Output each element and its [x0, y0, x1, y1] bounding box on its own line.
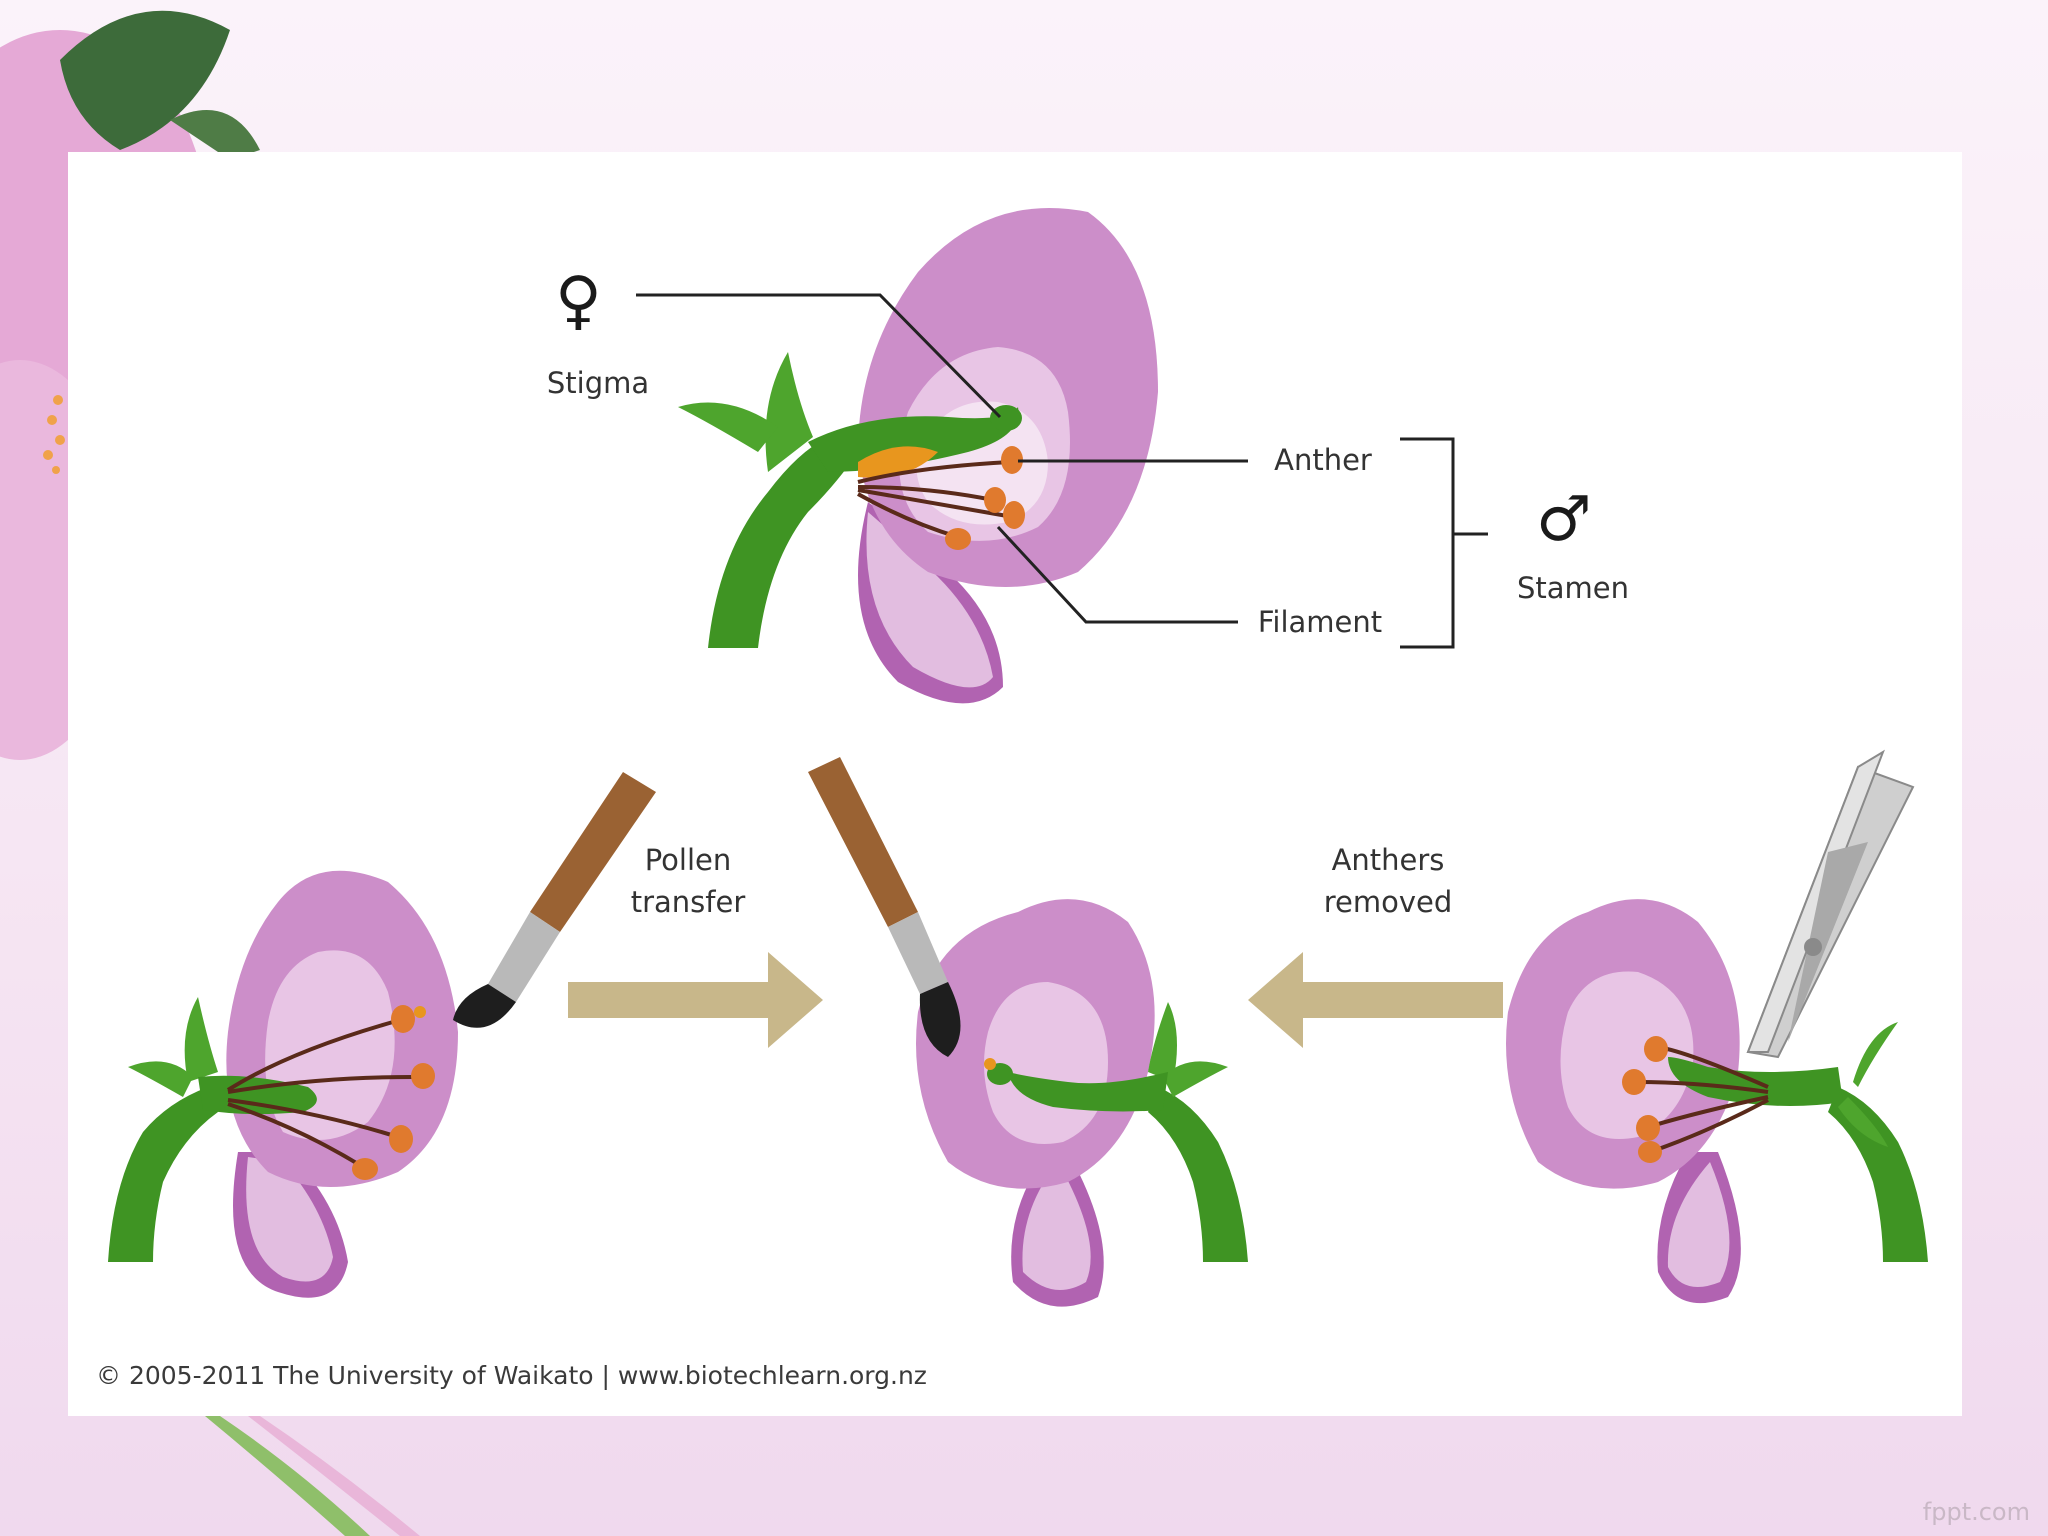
copyright-credit: © 2005-2011 The University of Waikato | …	[96, 1361, 927, 1390]
pollination-diagram	[108, 208, 1928, 1307]
stigma-knob	[990, 405, 1022, 431]
flower-sepal	[765, 352, 813, 472]
flower-sepal	[1148, 1002, 1177, 1082]
flower-stem	[1828, 1087, 1928, 1262]
flower-pollen-recipient	[808, 757, 1248, 1307]
anthers	[1622, 1036, 1668, 1163]
diagram-panel: ♀ Stigma Anther Filament ♂ Stamen Pollen…	[68, 152, 1962, 1416]
flower-sepal	[1838, 1097, 1888, 1147]
flower-anthers-removed	[1506, 749, 1928, 1304]
pollen-transfer-arrow	[568, 952, 823, 1048]
flower-petal-inner	[1560, 971, 1694, 1139]
background-stamens	[43, 395, 65, 474]
ovary	[858, 446, 938, 478]
label-stigma: Stigma	[546, 366, 650, 400]
paintbrush-icon	[414, 772, 656, 1028]
flower-petal-inner	[984, 982, 1108, 1144]
flower-sepal	[1163, 1061, 1228, 1097]
flower-sepal	[184, 997, 218, 1082]
label-filament: Filament	[1257, 605, 1383, 639]
label-stamen: Stamen	[1516, 571, 1630, 605]
anthers-removed-arrow	[1248, 952, 1503, 1048]
filament-leader-line	[996, 525, 1238, 624]
anthers	[352, 1005, 435, 1180]
flower-petal-lower	[1022, 1162, 1091, 1290]
stigma-leader-line	[636, 293, 1002, 419]
paintbrush-icon	[808, 757, 996, 1070]
flower-stem	[1148, 1087, 1248, 1262]
label-anther: Anther	[1274, 443, 1372, 477]
flower-petal-lower	[1667, 1162, 1730, 1287]
scissors-icon	[1746, 749, 1915, 1059]
filaments	[226, 1020, 414, 1169]
flower-pollen-donor	[108, 772, 656, 1298]
flower-petal-lower	[866, 512, 993, 688]
flower-receptacle	[808, 407, 1019, 472]
label-pollen-transfer: Pollen transfer	[630, 843, 746, 919]
flower-sepal	[1853, 1022, 1898, 1087]
flower-receptacle	[1008, 1072, 1168, 1112]
watermark: fppt.com	[1922, 1498, 2030, 1526]
male-symbol: ♂	[1536, 482, 1592, 555]
flower-petal-lower	[246, 1157, 333, 1282]
female-symbol: ♀	[555, 264, 602, 338]
flower-stem	[708, 437, 858, 648]
background-stripe	[205, 1416, 370, 1536]
background-leaf	[170, 110, 260, 160]
flower-sepal	[678, 402, 778, 452]
flower-stem	[108, 1087, 218, 1262]
anthers	[945, 446, 1025, 550]
background-leaf	[60, 10, 230, 151]
flower-sepal	[128, 1061, 193, 1097]
flower-labelled	[636, 208, 1488, 704]
background-stripe	[248, 1416, 420, 1536]
label-anthers-removed: Anthers removed	[1323, 843, 1453, 919]
stamen-bracket	[1400, 437, 1488, 649]
